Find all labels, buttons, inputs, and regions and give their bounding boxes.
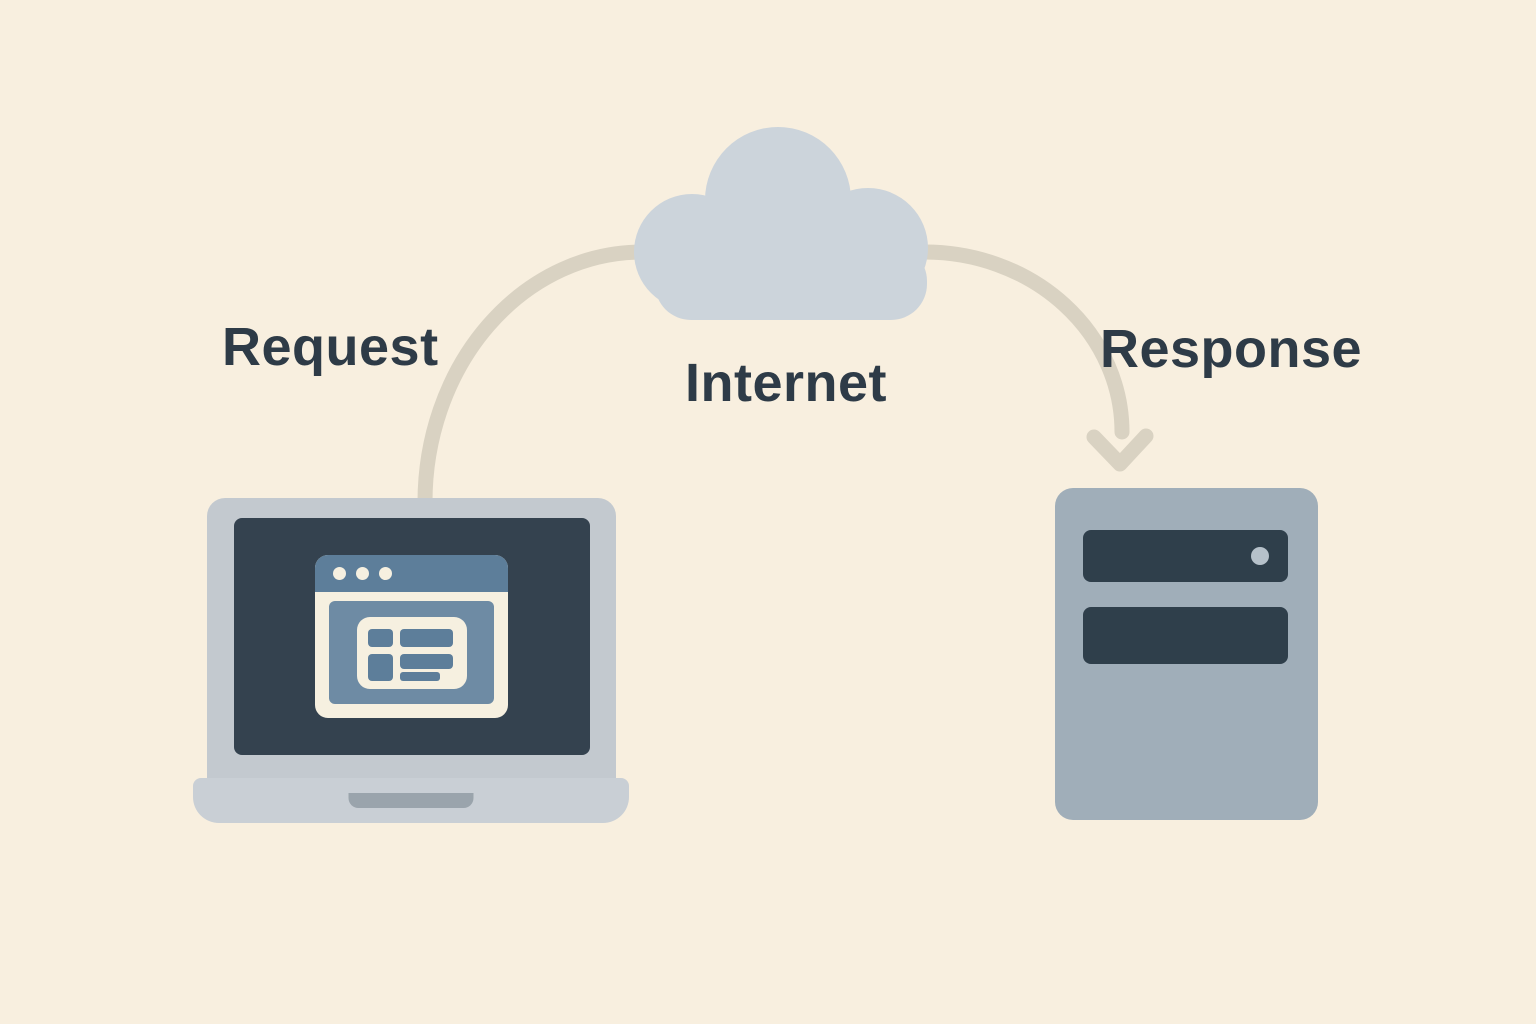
server-led-icon [1251,547,1269,565]
cloud-icon [634,127,928,320]
response-label: Response [1100,319,1363,379]
browser-content-panel [329,601,494,704]
server-drive-bay [1083,530,1288,582]
webpage-layout-icon [356,616,467,689]
laptop-screen [234,518,590,755]
request-arc [417,244,650,510]
internet-label: Internet [684,353,888,413]
arrow-down-icon [1086,428,1154,472]
laptop-hinge-notch [348,793,474,808]
window-dot-icon [356,567,369,580]
response-arc [917,244,1130,440]
server-icon [1055,488,1318,820]
server-drive-bay [1083,607,1288,664]
window-dot-icon [333,567,346,580]
request-label: Request [222,317,439,377]
browser-titlebar [315,555,508,592]
browser-window-icon [315,555,508,718]
window-dot-icon [379,567,392,580]
laptop-icon [207,498,616,778]
laptop-base [193,778,629,823]
